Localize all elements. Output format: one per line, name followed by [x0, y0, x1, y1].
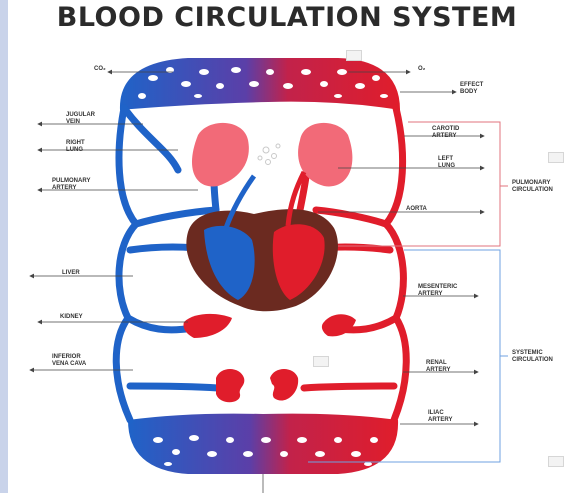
- watermark-stamp: [313, 356, 329, 367]
- label-inferior-vena-cava: INFERIOR VENA CAVA: [52, 354, 86, 368]
- label-left-lung: LEFT LUNG: [438, 156, 455, 170]
- kidneys: [216, 369, 298, 402]
- label-right-lung: RIGHT LUNG: [66, 140, 85, 154]
- left-label-arrows: [30, 72, 198, 370]
- watermark-stamp: [548, 152, 564, 163]
- label-carotid-artery: CAROTID ARTERY: [432, 126, 459, 140]
- top-capillary-bed: [120, 58, 400, 110]
- label-renal-artery: RENAL ARTERY: [426, 360, 450, 374]
- label-jugular-vein: JUGULAR VEIN: [66, 112, 95, 126]
- label-effect-body: EFFECT BODY: [460, 82, 483, 96]
- circulation-diagram: [8, 0, 566, 493]
- label-pulmonary-artery: PULMONARY ARTERY: [52, 178, 90, 192]
- lungs: [192, 123, 352, 187]
- watermark-stamp: [548, 456, 564, 467]
- label-pulmonary-circulation: PULMONARY CIRCULATION: [512, 180, 553, 194]
- diagram-frame: BLOOD CIRCULATION SYSTEM: [8, 0, 566, 493]
- watermark-stamp: [346, 50, 362, 61]
- label-iliac-artery: ILIAC ARTERY: [428, 410, 452, 424]
- label-systemic-circulation: SYSTEMIC CIRCULATION: [512, 350, 553, 364]
- label-co2: CO₂: [94, 66, 106, 73]
- label-o2: O₂: [418, 66, 425, 73]
- pulmonary-bracket: [338, 122, 508, 246]
- label-liver: LIVER: [62, 270, 80, 277]
- bottom-capillary-bed: [128, 414, 398, 474]
- label-aorta: AORTA: [406, 206, 427, 213]
- heart: [186, 172, 338, 311]
- label-kidney: KIDNEY: [60, 314, 83, 321]
- right-lung-shape: [192, 123, 249, 187]
- liver: [183, 314, 356, 338]
- label-mesenteric-artery: MESENTERIC ARTERY: [418, 284, 457, 298]
